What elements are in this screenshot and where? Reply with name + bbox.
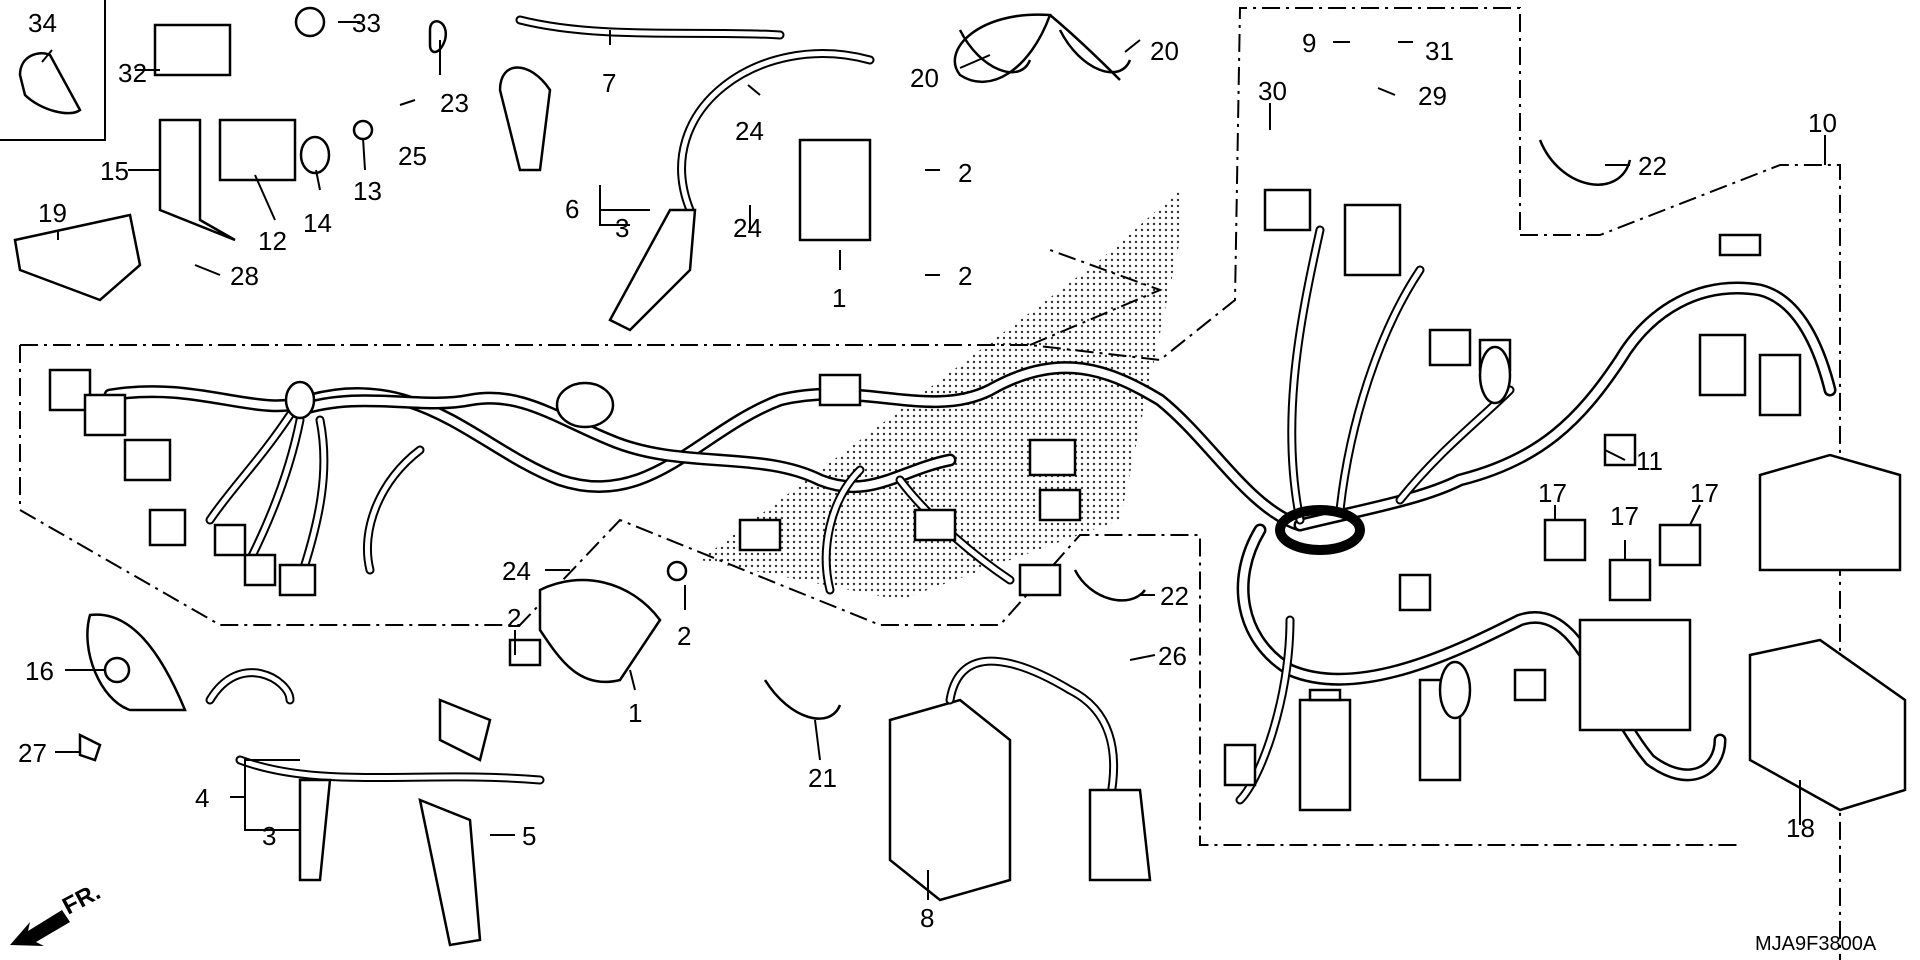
direction-label: FR. bbox=[58, 878, 105, 920]
regulator-rectifier bbox=[888, 656, 1152, 902]
part-label: 34 bbox=[28, 8, 57, 38]
arrow-icon bbox=[10, 910, 70, 946]
part-label: 17 bbox=[1610, 501, 1639, 531]
part-label: 19 bbox=[38, 198, 67, 228]
part-label: 33 bbox=[352, 8, 381, 38]
part-label: 4 bbox=[195, 783, 209, 813]
part-labels: 34 33 23 7 20 20 9 31 32 25 24 30 29 10 … bbox=[18, 8, 1837, 933]
leader-lines bbox=[41, 21, 1826, 900]
part-label: 10 bbox=[1808, 108, 1837, 138]
part-label: 15 bbox=[100, 156, 129, 186]
part-label: 14 bbox=[303, 208, 332, 238]
part-label: 12 bbox=[258, 226, 287, 256]
part-label: 13 bbox=[353, 176, 382, 206]
part-label: 32 bbox=[118, 58, 147, 88]
part-label: 17 bbox=[1538, 478, 1567, 508]
part-label: 16 bbox=[25, 656, 54, 686]
part-label: 24 bbox=[502, 556, 531, 586]
part-label: 11 bbox=[1636, 446, 1663, 476]
part-label: 20 bbox=[910, 63, 939, 93]
part-label: 6 bbox=[565, 194, 579, 224]
front-direction-indicator: FR. bbox=[10, 878, 105, 946]
part-label: 2 bbox=[677, 621, 691, 651]
part-label: 24 bbox=[735, 116, 764, 146]
upper-left-parts bbox=[13, 6, 1121, 332]
main-harness bbox=[48, 361, 1307, 597]
part-label: 23 bbox=[440, 88, 469, 118]
part-label: 7 bbox=[602, 68, 616, 98]
part-label: 29 bbox=[1418, 81, 1447, 111]
part-label: 2 bbox=[958, 261, 972, 291]
part-label: 17 bbox=[1690, 478, 1719, 508]
part-label: 26 bbox=[1158, 641, 1187, 671]
part-label: 1 bbox=[628, 698, 642, 728]
group-boxes bbox=[0, 0, 1841, 960]
part-label: 3 bbox=[262, 821, 276, 851]
drawing-code: MJA9F3800A bbox=[1755, 933, 1877, 955]
part-label: 30 bbox=[1258, 76, 1287, 106]
clamps bbox=[763, 29, 1632, 720]
part-label: 25 bbox=[398, 141, 427, 171]
part-label: 28 bbox=[230, 261, 259, 291]
part-label: 22 bbox=[1638, 151, 1667, 181]
sub-harness bbox=[1223, 188, 1837, 812]
electrical-boxes bbox=[1543, 433, 1907, 812]
part-label: 18 bbox=[1786, 813, 1815, 843]
part-label: 2 bbox=[507, 603, 521, 633]
part-label: 1 bbox=[832, 283, 846, 313]
part-label: 20 bbox=[1150, 36, 1179, 66]
part-label: 9 bbox=[1302, 28, 1316, 58]
lower-left-parts bbox=[78, 560, 688, 947]
part-label: 31 bbox=[1425, 36, 1454, 66]
part-label: 8 bbox=[920, 903, 934, 933]
part-label: 22 bbox=[1160, 581, 1189, 611]
part-label: 21 bbox=[808, 763, 837, 793]
part-label: 5 bbox=[522, 821, 536, 851]
part-label: 27 bbox=[18, 738, 47, 768]
part-label: 2 bbox=[958, 158, 972, 188]
part-label: 3 bbox=[615, 213, 629, 243]
part-label: 24 bbox=[733, 213, 762, 243]
